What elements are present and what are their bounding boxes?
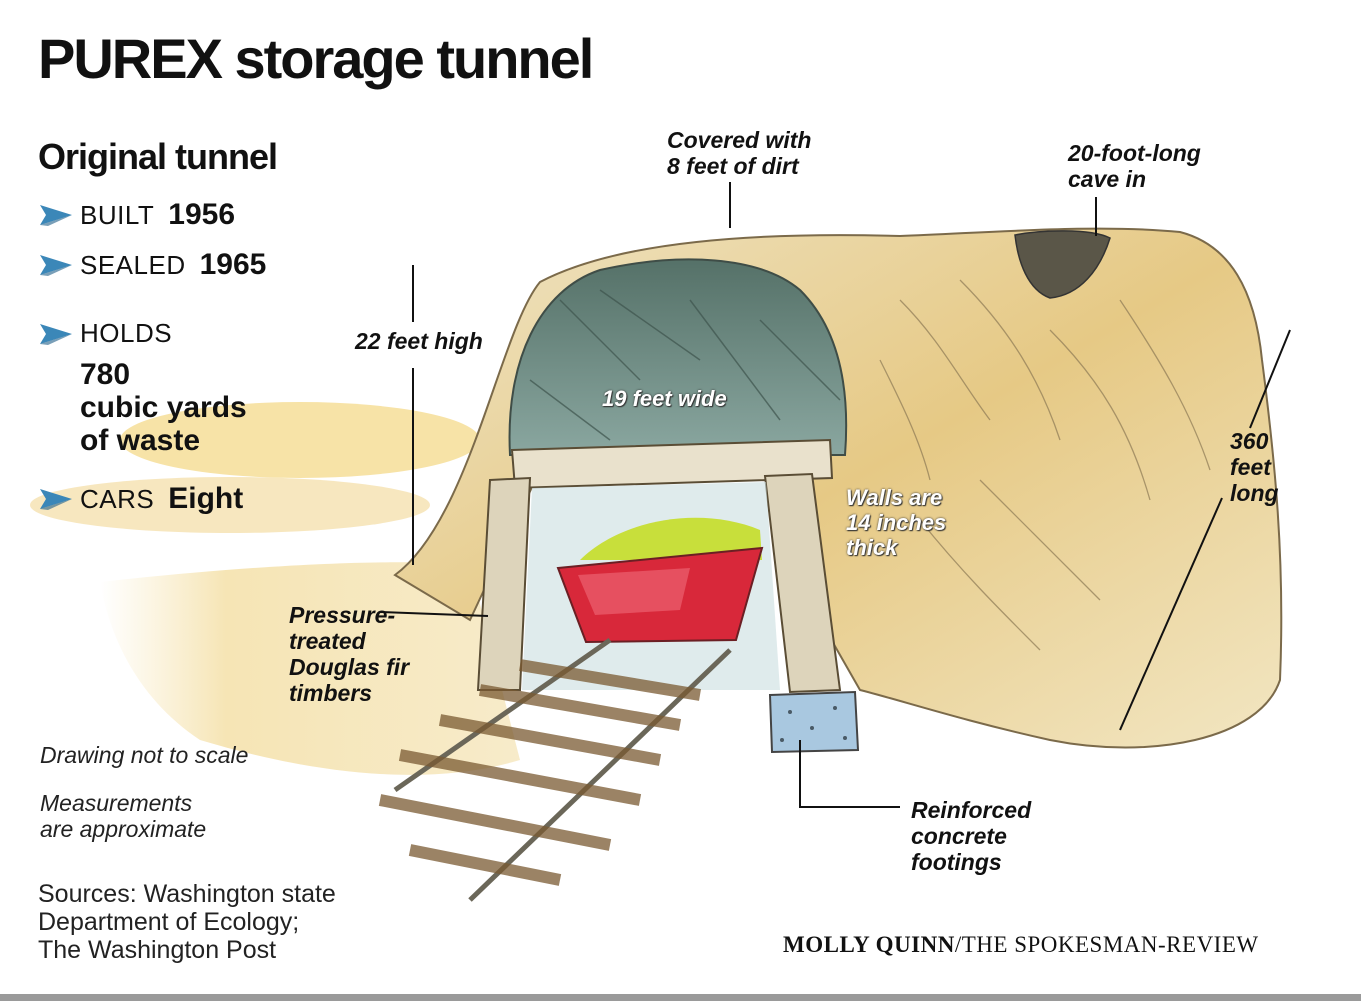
yellow-wash bbox=[120, 402, 480, 478]
fact-holds-label: HOLDS bbox=[80, 318, 173, 348]
label-length: 360 feet long bbox=[1230, 428, 1279, 506]
measurement-note: Measurements are approximate bbox=[40, 790, 207, 842]
arrow-icon bbox=[40, 255, 72, 276]
scale-note: Drawing not to scale bbox=[40, 742, 249, 768]
fact-sealed-label: SEALED bbox=[80, 249, 186, 280]
arrow-icon bbox=[40, 323, 72, 345]
label-timbers: Pressure- treated Douglas fir timbers bbox=[289, 602, 410, 706]
label-width: 19 feet wide bbox=[602, 386, 727, 411]
bottom-divider bbox=[0, 994, 1361, 1001]
left-timber-post bbox=[476, 476, 532, 691]
credit-line: MOLLY QUINN/THE SPOKESMAN-REVIEW bbox=[783, 932, 1259, 958]
fact-sealed: SEALED 1965 bbox=[38, 248, 266, 282]
label-dirt-cover: Covered with 8 feet of dirt bbox=[667, 127, 812, 179]
right-timber-post bbox=[763, 472, 842, 694]
length-leader-top bbox=[1249, 329, 1291, 429]
fact-cars: CARS Eight bbox=[38, 482, 243, 516]
section-subtitle: Original tunnel bbox=[38, 136, 278, 177]
ground bbox=[100, 562, 520, 775]
yellow-wash-2 bbox=[30, 477, 430, 533]
tunnel-arch bbox=[508, 258, 848, 456]
waste-car-highlight bbox=[578, 568, 690, 615]
rail-ties bbox=[378, 659, 701, 886]
concrete-footing bbox=[768, 690, 860, 754]
label-footings: Reinforced concrete footings bbox=[911, 797, 1032, 875]
arrow-icon bbox=[40, 489, 72, 510]
fact-built-value: 1956 bbox=[168, 198, 236, 231]
timbers-leader bbox=[379, 611, 489, 617]
footings-leader bbox=[799, 740, 900, 808]
label-walls: Walls are 14 inches thick bbox=[846, 485, 947, 560]
label-height: 22 feet high bbox=[355, 328, 483, 354]
page-title: PUREX storage tunnel bbox=[38, 27, 594, 90]
sources: Sources: Washington state Department of … bbox=[38, 880, 336, 964]
fact-sealed-value: 1965 bbox=[199, 248, 267, 281]
fact-holds-value: 780 cubic yards of waste bbox=[80, 358, 247, 457]
length-leader-bottom bbox=[1119, 497, 1223, 731]
fact-built: BUILT 1956 bbox=[38, 198, 235, 232]
fact-cars-label: CARS bbox=[80, 483, 155, 514]
fact-built-label: BUILT bbox=[80, 199, 155, 230]
arrow-icon bbox=[40, 205, 72, 226]
waste-load bbox=[580, 517, 762, 560]
fact-holds: HOLDS bbox=[38, 318, 172, 349]
label-cave-in: 20-foot-long cave in bbox=[1068, 140, 1201, 192]
credit-artist: MOLLY QUINN bbox=[783, 932, 955, 957]
header-beam bbox=[510, 438, 834, 490]
cave-in bbox=[1014, 230, 1111, 299]
credit-outlet: /THE SPOKESMAN-REVIEW bbox=[954, 932, 1259, 957]
fact-cars-value: Eight bbox=[168, 482, 244, 515]
